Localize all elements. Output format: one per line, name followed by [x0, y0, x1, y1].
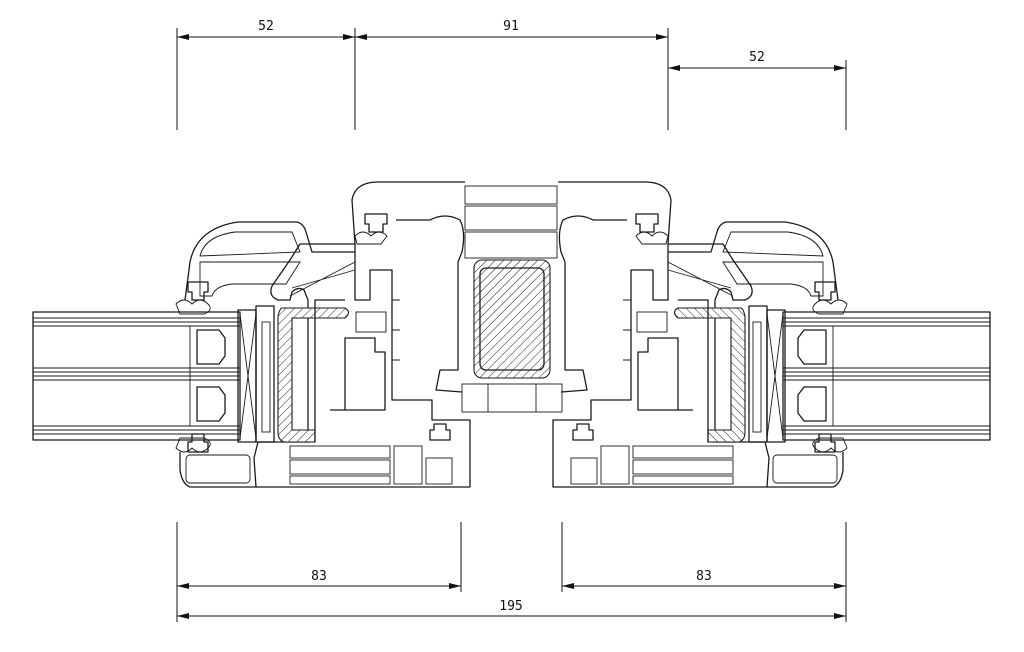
dimension-label: 91 — [503, 19, 519, 34]
dimension-label: 195 — [499, 599, 522, 614]
center-frame — [461, 185, 563, 413]
left-sash — [32, 181, 471, 488]
dimension-label: 52 — [258, 19, 274, 34]
dimensions-top: 52 91 52 — [176, 19, 847, 130]
right-sash — [552, 181, 991, 488]
dimension-label: 52 — [749, 50, 765, 65]
center-steel-reinforcement — [473, 259, 551, 379]
dimension-label: 83 — [696, 569, 712, 584]
dimension-label: 83 — [311, 569, 327, 584]
dimensions-bottom: 83 83 195 — [176, 522, 847, 622]
